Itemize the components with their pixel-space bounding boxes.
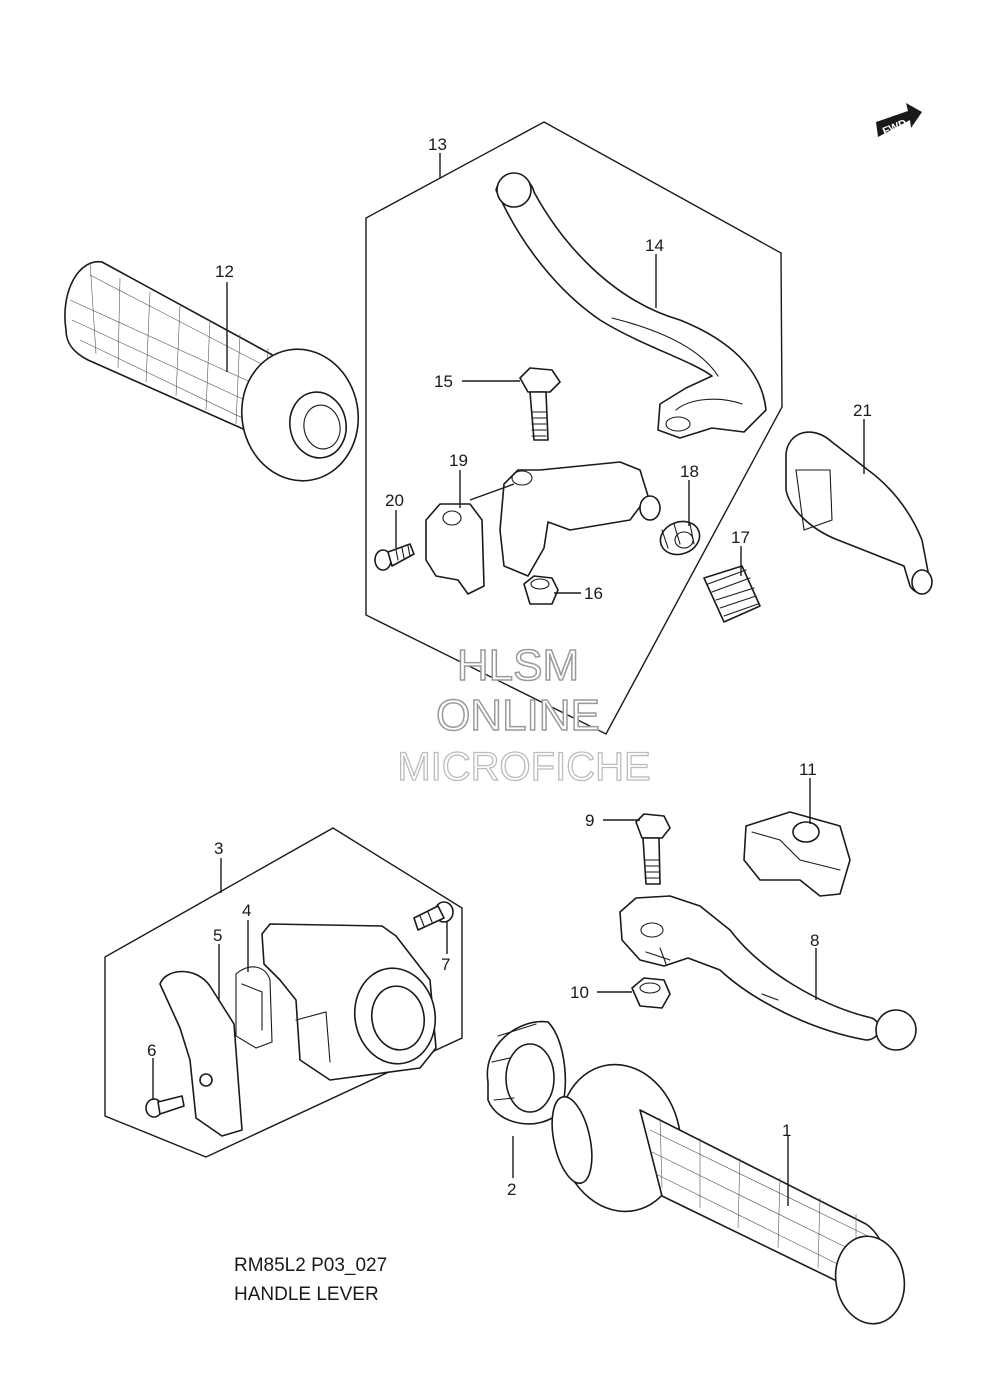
callout-7: 7	[441, 955, 450, 974]
adjuster-ring-18	[659, 520, 701, 556]
adjuster-bolt-17	[703, 565, 761, 623]
brake-lever	[619, 895, 917, 1051]
callout-9: 9	[585, 811, 594, 830]
callout-19: 19	[449, 451, 468, 470]
switch-housing-4	[235, 923, 437, 1081]
diagram-code: RM85L2 P03_027	[234, 1255, 387, 1276]
screw-6	[145, 1095, 185, 1118]
watermark-line-2: ONLINE	[436, 691, 600, 740]
callout-16: 16	[584, 584, 603, 603]
callout-21: 21	[853, 401, 872, 420]
callout-10: 10	[570, 983, 589, 1002]
leader-lines	[152, 153, 865, 1206]
nut-16	[523, 575, 559, 605]
callout-6: 6	[147, 1041, 156, 1060]
callout-18: 18	[680, 462, 699, 481]
screw-20	[374, 543, 415, 571]
assembly-13-outline	[365, 121, 783, 735]
diagram-title: HANDLE LEVER	[234, 1284, 379, 1305]
nut-10	[631, 977, 671, 1009]
callout-1: 1	[782, 1121, 791, 1140]
callout-15: 15	[434, 372, 453, 391]
fwd-arrow-icon: FWD	[876, 103, 922, 138]
assembly-3-outline	[104, 827, 463, 1158]
grip-right	[551, 1063, 906, 1325]
throttle-clamp-2	[486, 1020, 567, 1125]
watermark-line-1: HLSM	[457, 641, 579, 690]
lever-holder	[425, 461, 661, 595]
callout-11: 11	[799, 760, 817, 779]
callout-3: 3	[214, 839, 223, 858]
lever-cover-11	[743, 811, 851, 897]
callout-14: 14	[645, 236, 664, 255]
watermark-line-3: MICROFICHE	[397, 745, 650, 789]
grip-left	[64, 260, 360, 482]
callout-20: 20	[385, 491, 404, 510]
callout-4: 4	[242, 901, 251, 920]
bolt-9	[635, 813, 671, 885]
lever-cover-21	[785, 431, 933, 595]
callout-13: 13	[428, 135, 447, 154]
callout-12: 12	[215, 262, 234, 281]
callout-2: 2	[507, 1180, 516, 1199]
callout-5: 5	[213, 926, 222, 945]
plate-5	[159, 970, 243, 1137]
clutch-lever	[495, 172, 767, 439]
bolt-15	[519, 367, 561, 441]
watermark: HLSM ONLINE MICROFICHE	[397, 640, 652, 789]
callout-17: 17	[731, 528, 750, 547]
callout-8: 8	[810, 931, 819, 950]
screw-7	[413, 901, 454, 931]
callout-numbers: 1 2 3 4 5 6 7 8 9 10 11 12 13 14 15 16 1…	[147, 135, 872, 1199]
